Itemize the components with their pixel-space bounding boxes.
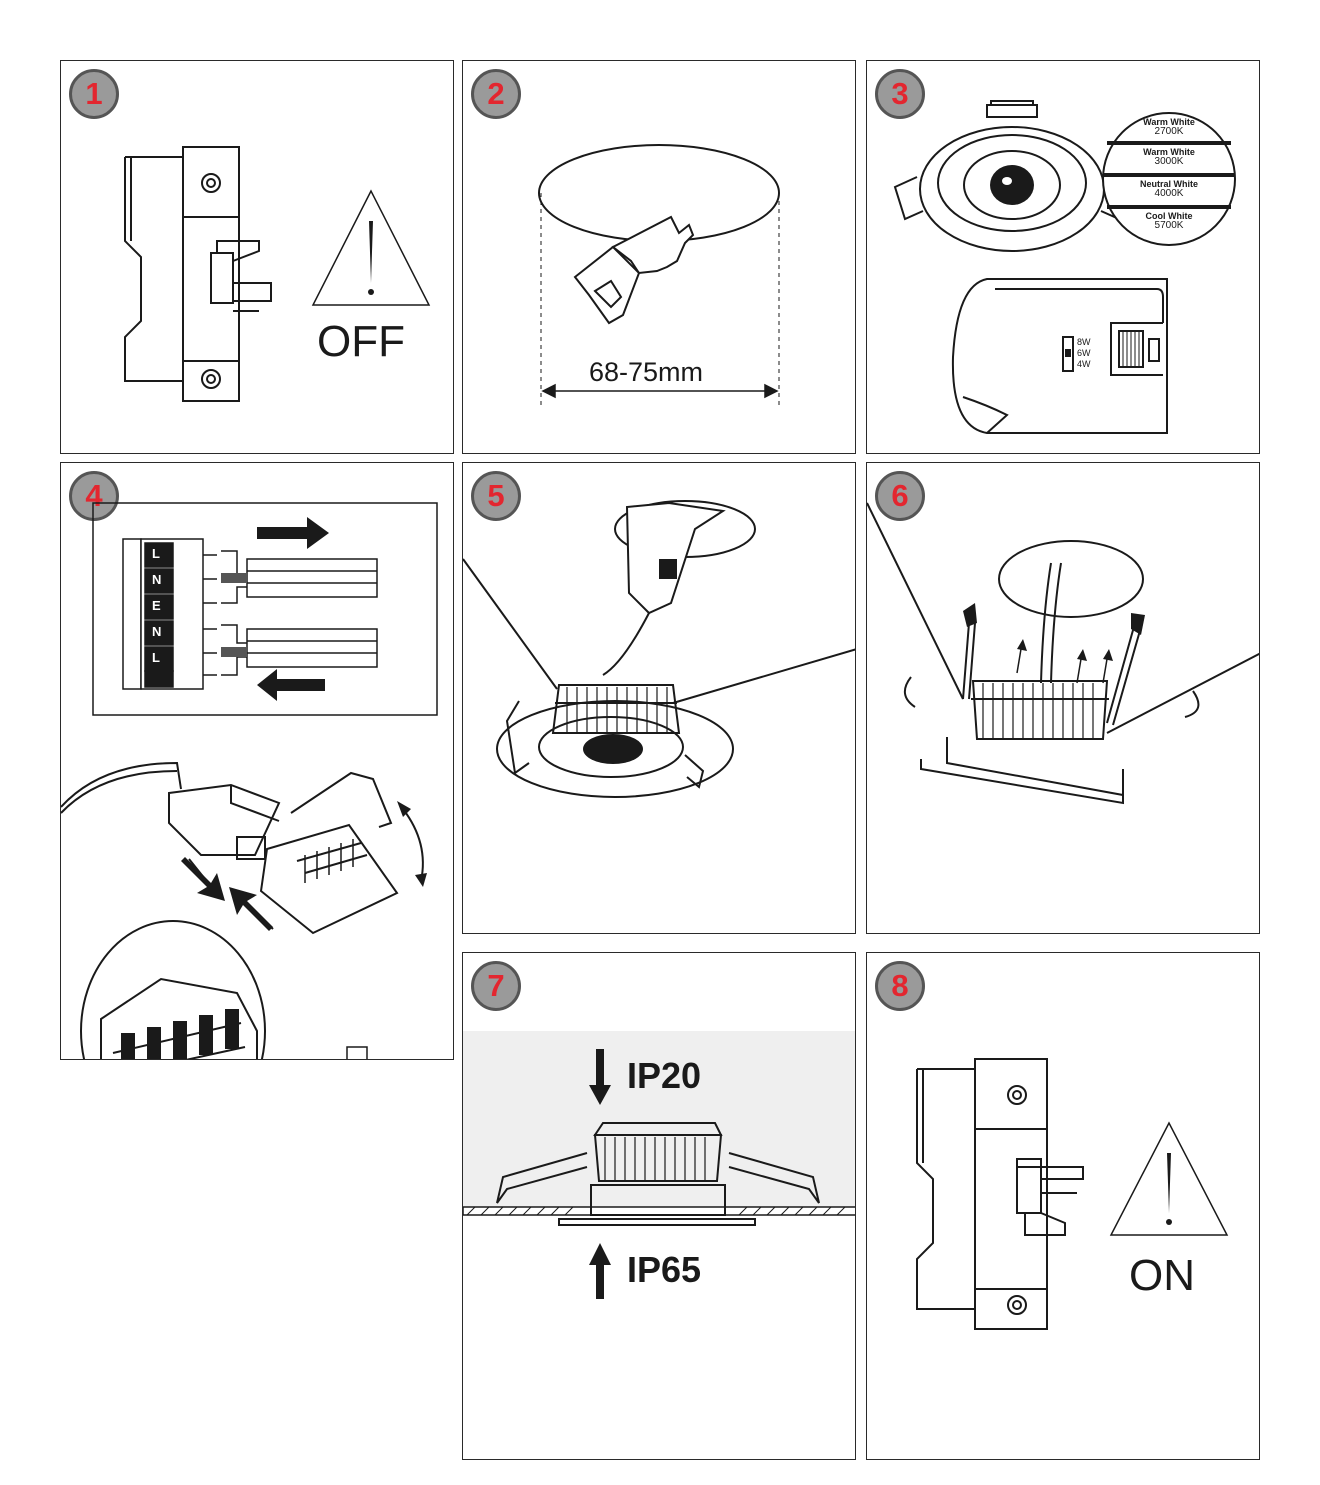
dimension-arrow bbox=[541, 383, 779, 399]
saw-icon bbox=[573, 215, 695, 325]
step-1-badge: 1 bbox=[69, 69, 119, 119]
wattage-4w: 4W bbox=[1077, 359, 1091, 369]
terminal-label-2: N bbox=[152, 572, 162, 587]
step-5-badge: 5 bbox=[471, 471, 521, 521]
step-4-panel: 4 bbox=[60, 462, 454, 1060]
spring-clips-illustration bbox=[867, 502, 1259, 805]
warning-triangle-icon bbox=[1109, 1121, 1229, 1236]
step-3-panel: 3 bbox=[866, 60, 1260, 454]
terminal-label-1: L bbox=[152, 546, 160, 561]
step-8-badge: 8 bbox=[875, 961, 925, 1011]
ip-rating-illustration bbox=[463, 1049, 855, 1299]
arrow-down-icon bbox=[589, 1049, 611, 1105]
terminal-label-5: L bbox=[152, 650, 160, 665]
warning-triangle-icon bbox=[311, 189, 431, 306]
ceiling-cutout-illustration bbox=[538, 144, 780, 406]
off-label: OFF bbox=[317, 317, 405, 366]
circuit-breaker-on-illustration bbox=[916, 1058, 1229, 1330]
step-6-badge: 6 bbox=[875, 471, 925, 521]
connector-open-illustration bbox=[61, 761, 424, 935]
terminal-label-4: N bbox=[152, 624, 162, 639]
insert-driver-illustration bbox=[463, 500, 855, 798]
step-2-badge: 2 bbox=[471, 69, 521, 119]
step-8-panel: 8 ON bbox=[866, 952, 1260, 1460]
step-3-badge: 3 bbox=[875, 69, 925, 119]
ip20-label: IP20 bbox=[627, 1055, 702, 1096]
terminal-block bbox=[122, 538, 204, 690]
arrow-down-outline-icon bbox=[346, 1046, 368, 1059]
step-7-badge: 7 bbox=[471, 961, 521, 1011]
step-7-panel: 7 IP20 IP65 bbox=[462, 952, 856, 1460]
wattage-6w: 6W bbox=[1077, 348, 1091, 358]
arrow-right-icon bbox=[257, 517, 329, 549]
arrow-up-icon bbox=[589, 1243, 611, 1299]
step-5-panel: 5 bbox=[462, 462, 856, 934]
cutout-dimension: 68-75mm bbox=[589, 357, 704, 387]
ip65-label: IP65 bbox=[627, 1249, 702, 1290]
downlight-settings-illustration bbox=[893, 100, 1236, 434]
color-temperature-dial bbox=[1102, 112, 1236, 246]
on-label: ON bbox=[1129, 1251, 1195, 1300]
step-6-panel: 6 bbox=[866, 462, 1260, 934]
step-2-panel: 2 68-75mm bbox=[462, 60, 856, 454]
terminal-label-3: E bbox=[152, 598, 161, 613]
wiring-illustration bbox=[61, 502, 438, 1059]
arrow-left-icon bbox=[257, 669, 325, 701]
step-4-badge: 4 bbox=[69, 471, 119, 521]
circuit-breaker-off-illustration bbox=[124, 146, 431, 402]
wattage-8w: 8W bbox=[1077, 337, 1091, 347]
ceiling-zone bbox=[463, 1031, 855, 1207]
step-1-panel: 1 OFF bbox=[60, 60, 454, 454]
